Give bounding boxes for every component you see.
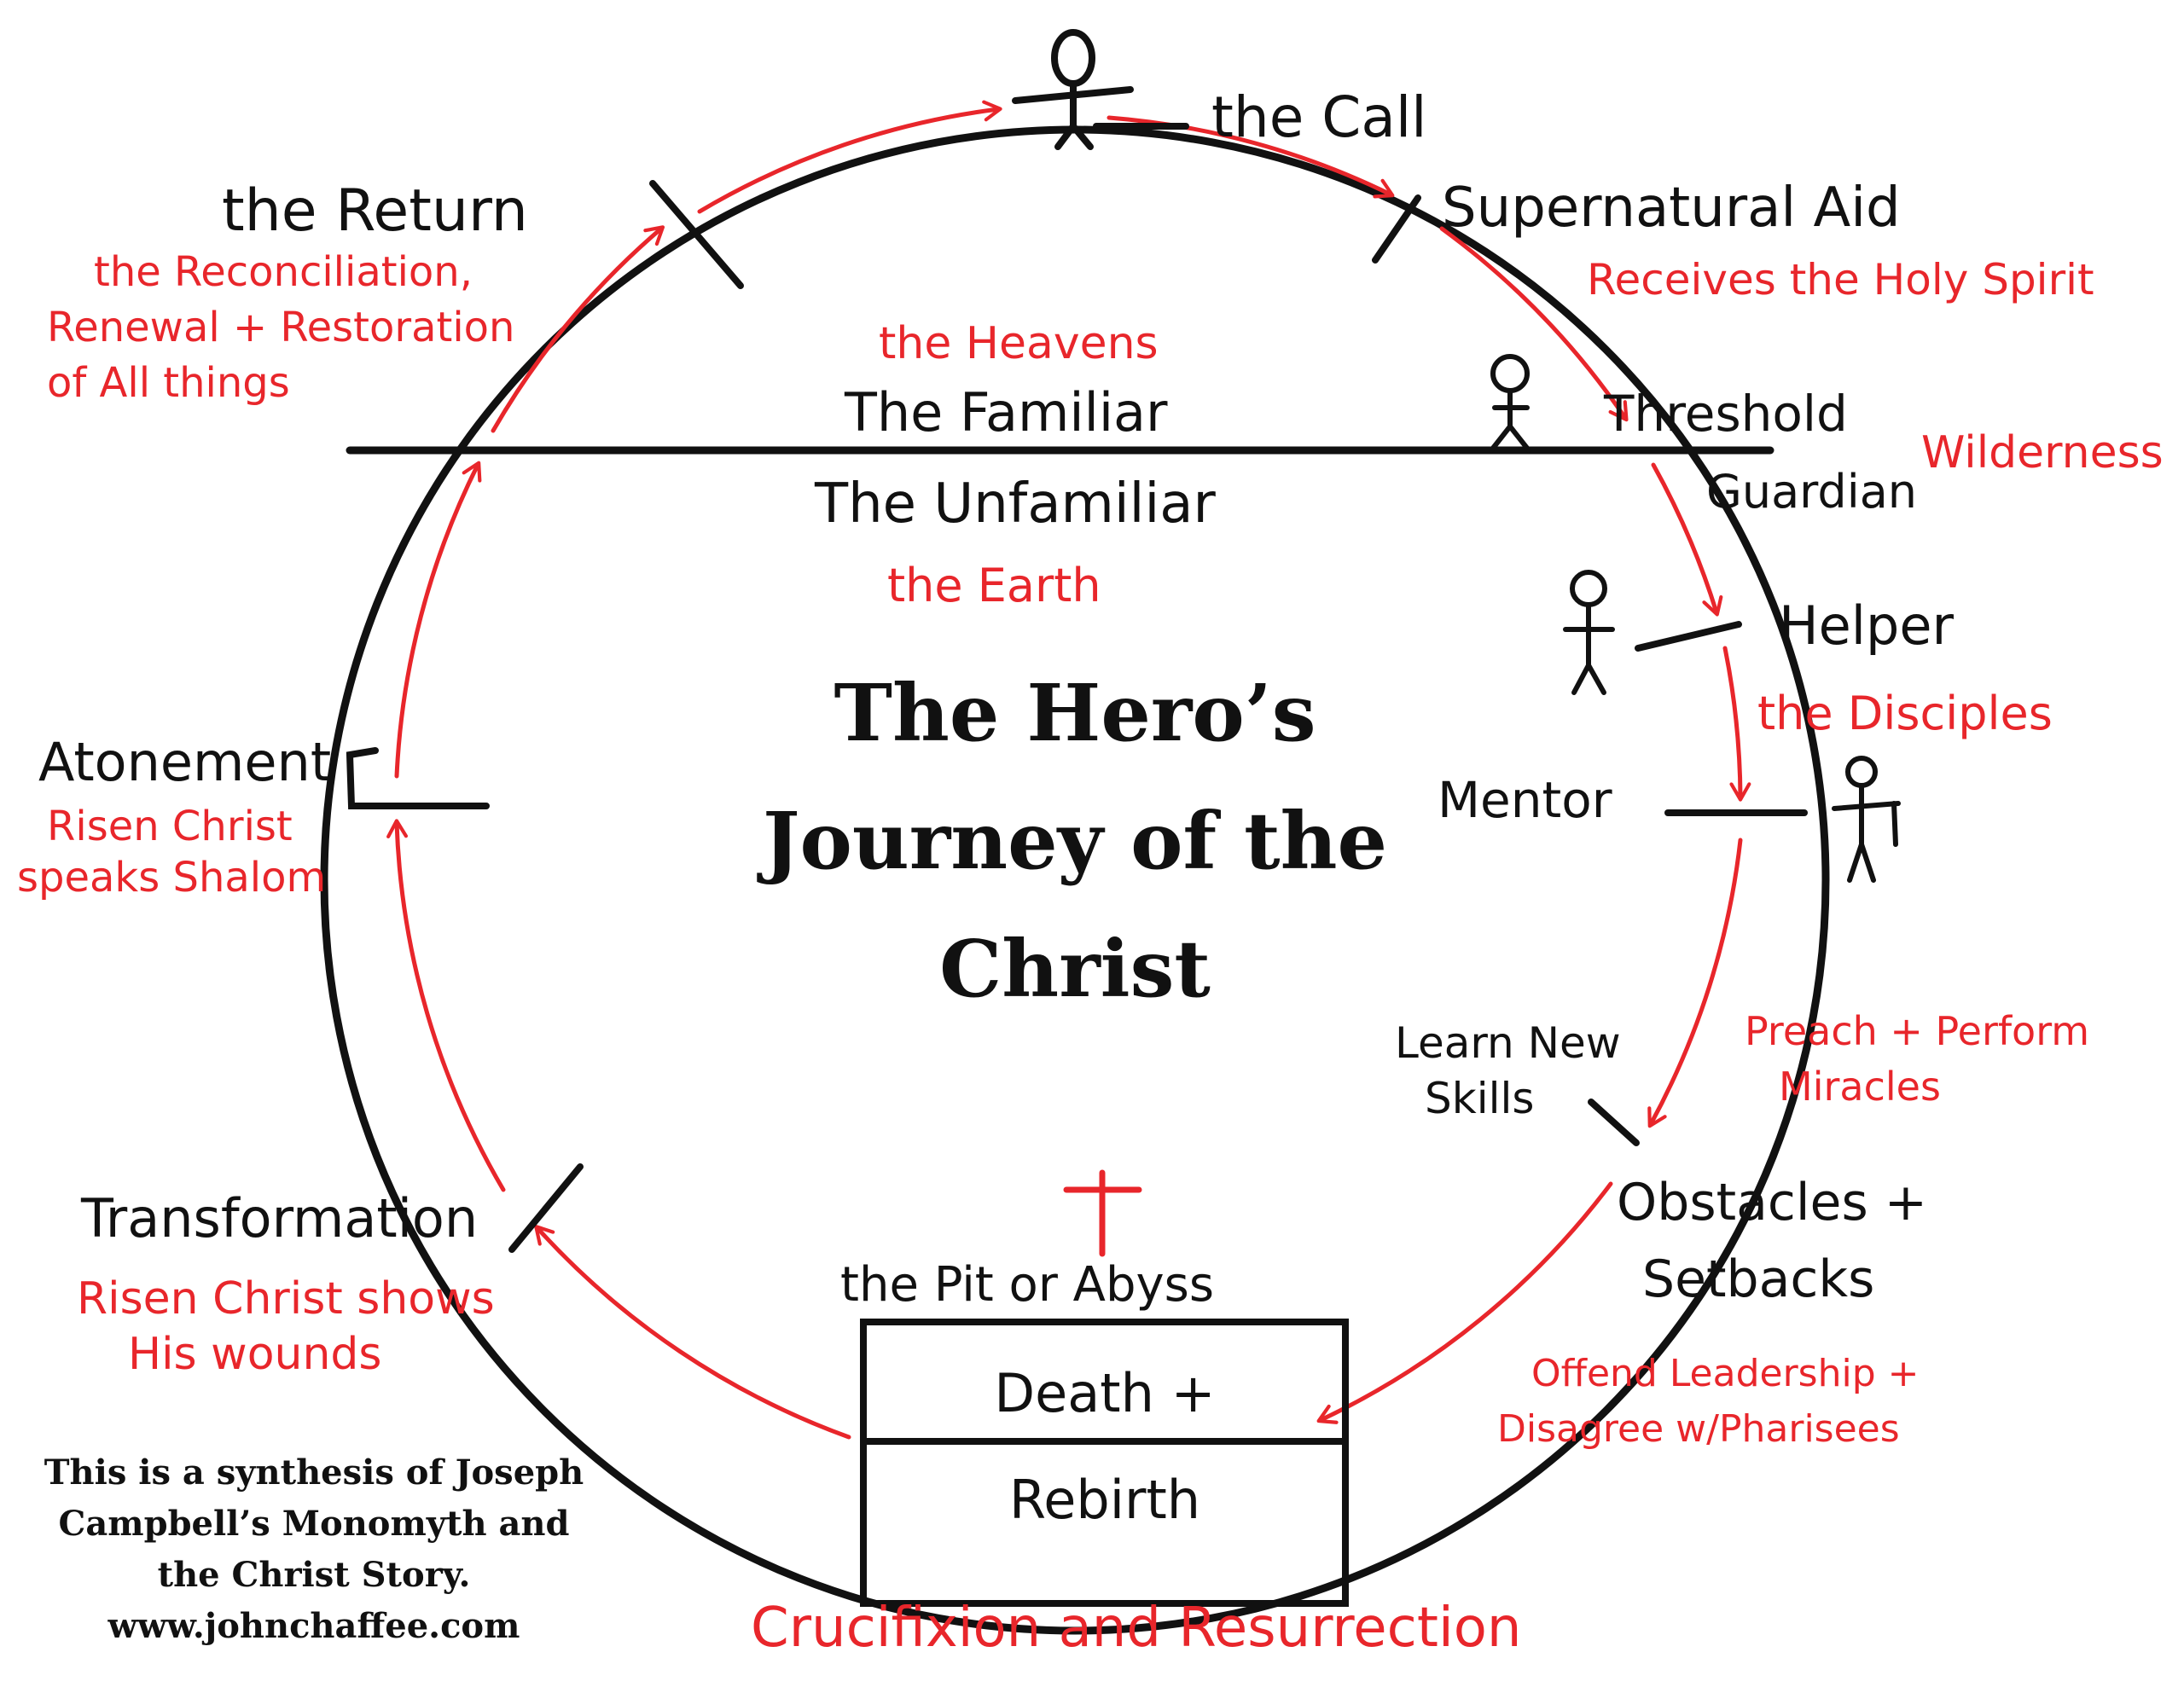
stage-skills-christ-2: Miracles xyxy=(1779,1064,1941,1110)
stage-obstacles-christ-1: Offend Leadership + xyxy=(1531,1352,1920,1395)
stage-skills-christ-1: Preach + Perform xyxy=(1745,1008,2089,1054)
arrow-threshold-to-helper xyxy=(1651,462,1723,617)
stage-transformation-christ-2: His wounds xyxy=(128,1329,382,1380)
stage-threshold-label-2: Guardian xyxy=(1706,465,1917,519)
stage-abyss-christ: Crucifixion and Resurrection xyxy=(751,1597,1521,1660)
stage-aid-label: Supernatural Aid xyxy=(1442,177,1901,240)
realm-familiar: The Familiar xyxy=(844,381,1168,443)
stage-return-label: the Return xyxy=(222,177,528,245)
tick-supernatural-aid xyxy=(1372,194,1421,264)
realm-earth: the Earth xyxy=(887,559,1101,612)
journey-arrows xyxy=(386,100,1751,1440)
stage-helper-christ: the Disciples xyxy=(1757,687,2053,740)
mentor-figure-icon xyxy=(1832,756,1901,883)
stage-atonement-christ-2: speaks Shalom xyxy=(17,854,326,901)
guardian-figure-icon xyxy=(1489,354,1531,453)
stage-obstacles-label-2: Setbacks xyxy=(1642,1249,1874,1309)
title-line-1: The Hero’s xyxy=(834,667,1316,759)
stage-helper-label: Helper xyxy=(1779,594,1954,657)
stage-abyss-death: Death + xyxy=(994,1362,1215,1424)
stage-skills-label-1: Learn New xyxy=(1395,1018,1621,1068)
helper-figure-icon xyxy=(1563,570,1615,695)
stage-abyss-rebirth: Rebirth xyxy=(1009,1469,1200,1531)
arrow-threshold-to-return xyxy=(491,225,665,433)
credit-line-3: the Christ Story. xyxy=(158,1555,471,1595)
hero-figure-icon xyxy=(1012,29,1134,150)
stage-return-christ-2: Renewal + Restoration xyxy=(47,304,514,351)
arrow-mentor-to-skills xyxy=(1647,838,1743,1128)
tick-helper xyxy=(1635,621,1742,652)
stage-return-christ-1: the Reconciliation, xyxy=(94,248,473,296)
credit-line-1: This is a synthesis of Joseph xyxy=(44,1452,584,1493)
arrow-aid-to-threshold xyxy=(1439,226,1629,422)
stage-atonement-christ-1: Risen Christ xyxy=(47,803,293,850)
arrow-helper-to-mentor xyxy=(1722,646,1751,802)
stage-transformation-christ-1: Risen Christ shows xyxy=(77,1273,495,1325)
tick-atonement xyxy=(346,747,490,809)
stage-abyss-label: the Pit or Abyss xyxy=(840,1257,1214,1313)
stage-threshold-label-1: Threshold xyxy=(1603,385,1848,443)
stage-call-label: the Call xyxy=(1211,84,1427,150)
stage-transformation-label: Transformation xyxy=(80,1187,478,1249)
tick-skills xyxy=(1588,1099,1640,1146)
arrow-return-to-call xyxy=(697,100,1002,214)
diagram-title: The Hero’s Journey of the Christ xyxy=(757,667,1387,1015)
abyss-box xyxy=(860,1319,1349,1607)
arrow-obstacles-to-abyss xyxy=(1316,1181,1613,1424)
stage-obstacles-christ-2: Disagree w/Pharisees xyxy=(1497,1407,1900,1451)
credit-note: This is a synthesis of Joseph Campbell’s… xyxy=(44,1452,584,1646)
stage-aid-christ: Receives the Holy Spirit xyxy=(1587,255,2094,304)
title-line-3: Christ xyxy=(939,923,1211,1015)
stage-mentor-label: Mentor xyxy=(1438,771,1612,829)
realm-unfamiliar: The Unfamiliar xyxy=(814,472,1216,536)
credit-line-2: Campbell’s Monomyth and xyxy=(59,1504,570,1544)
tick-return xyxy=(649,180,744,289)
stage-return-christ-3: of All things xyxy=(47,359,290,407)
credit-website-link[interactable]: www.johnchaffee.com xyxy=(107,1606,520,1646)
cross-icon xyxy=(1063,1169,1142,1257)
stage-atonement-label: Atonement xyxy=(38,731,331,793)
stage-threshold-christ: Wilderness xyxy=(1921,427,2164,478)
stage-obstacles-label-1: Obstacles + xyxy=(1617,1173,1927,1232)
tick-transformation xyxy=(508,1163,584,1253)
arrow-transformation-to-atonement xyxy=(386,819,506,1192)
realm-heavens: the Heavens xyxy=(879,318,1159,369)
stage-ticks xyxy=(346,123,1808,1253)
arrow-call-to-aid xyxy=(1107,115,1395,199)
stage-skills-label-2: Skills xyxy=(1425,1074,1534,1123)
arrow-atonement-to-threshold xyxy=(394,461,482,779)
arrow-abyss-to-transformation xyxy=(534,1224,851,1440)
title-line-2: Journey of the xyxy=(757,795,1387,887)
